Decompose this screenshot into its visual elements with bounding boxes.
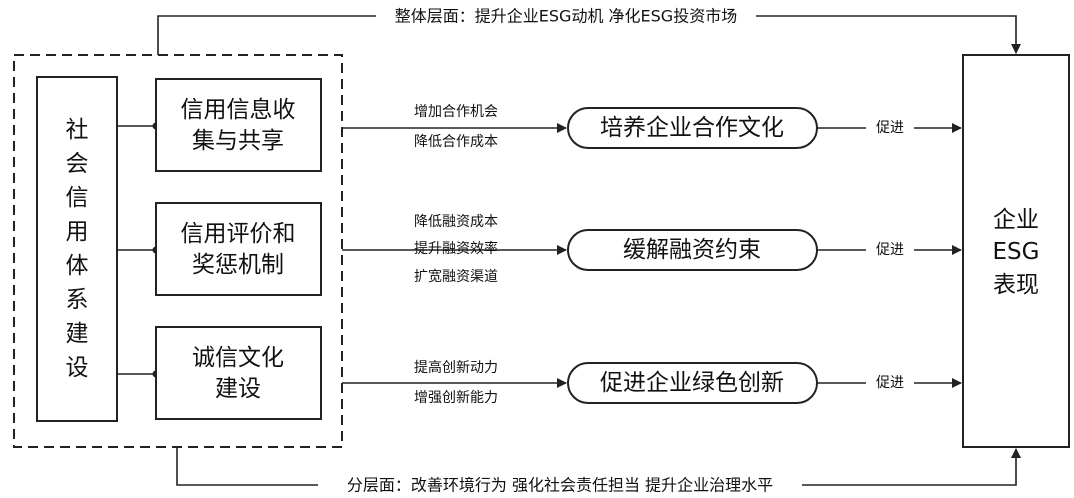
left-char: 社 — [66, 117, 89, 143]
effect-1-line-2: 降低合作成本 — [414, 134, 498, 150]
mechanism-2-line-1: 信用评价和 — [181, 221, 296, 247]
esg-box-line-1: 企业 — [993, 207, 1039, 233]
mechanism-box-integrity-culture — [155, 326, 322, 420]
mechanism-3-line-2: 建设 — [215, 376, 261, 402]
effect-2-line-3: 扩宽融资渠道 — [414, 268, 498, 285]
left-char: 体 — [66, 253, 89, 279]
left-char: 设 — [66, 355, 89, 381]
promote-label-bg — [866, 373, 914, 393]
promote-label-1: 促进 — [876, 120, 904, 136]
top-label-bg — [376, 6, 756, 26]
mechanism-box-evaluation — [155, 202, 322, 296]
effect-2-line-1: 降低融资成本 — [414, 214, 498, 230]
esg-performance-box — [962, 54, 1070, 448]
outcome-3-label: 促进企业绿色创新 — [600, 370, 784, 396]
effect-3-line-2: 增强创新能力 — [414, 390, 498, 406]
social-credit-group-frame — [13, 54, 343, 448]
mechanism-3-line-1: 诚信文化 — [192, 345, 284, 371]
left-char: 会 — [66, 151, 89, 177]
effect-2-line-2: 提升融资效率 — [414, 240, 498, 257]
mechanism-2-line-2: 奖惩机制 — [192, 252, 284, 278]
promote-label-2: 促进 — [876, 242, 904, 258]
top-level-label: 整体层面：提升企业ESG动机 净化ESG投资市场 — [395, 7, 737, 26]
bottom-level-label: 分层面：改善环境行为 强化社会责任担当 提升企业治理水平 — [347, 476, 773, 495]
promote-label-bg — [866, 118, 914, 138]
outcome-1-label: 培养企业合作文化 — [600, 115, 784, 141]
mechanism-1-line-2: 集与共享 — [192, 128, 284, 154]
effect-1-line-1: 增加合作机会 — [414, 104, 498, 120]
left-char: 建 — [66, 321, 89, 347]
social-credit-system-label: 社 会 信 用 体 系 建 设 — [66, 117, 89, 381]
left-char: 用 — [66, 219, 89, 245]
esg-box-line-3: 表现 — [993, 272, 1039, 298]
esg-box-line-2: ESG — [993, 239, 1040, 265]
left-char: 系 — [66, 287, 89, 313]
left-char: 信 — [66, 185, 89, 211]
promote-label-bg — [866, 240, 914, 260]
outcome-2-label: 缓解融资约束 — [623, 237, 761, 263]
mechanism-1-line-1: 信用信息收 — [181, 97, 296, 123]
promote-label-3: 促进 — [876, 375, 904, 391]
social-credit-system-box — [36, 76, 118, 422]
effect-3-line-1: 提高创新动力 — [414, 359, 498, 376]
bottom-label-bg — [318, 475, 802, 495]
mechanism-box-info-sharing — [155, 78, 322, 172]
